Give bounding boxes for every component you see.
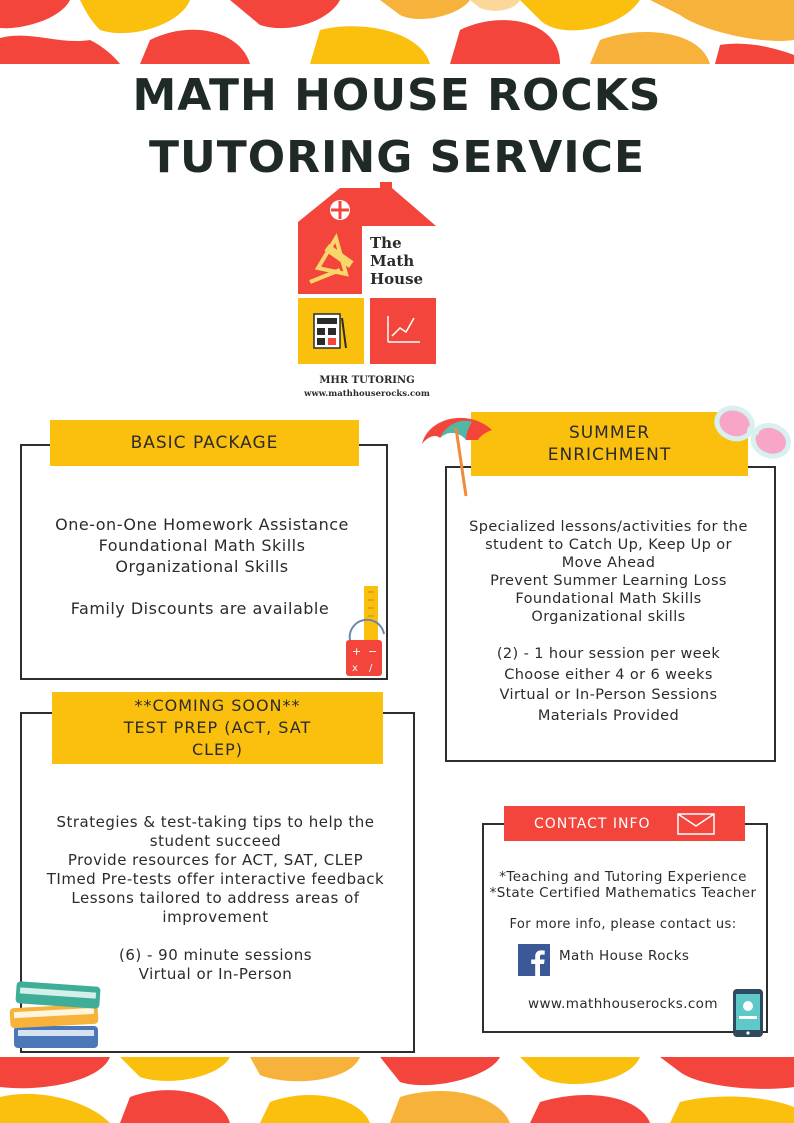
top-decoration (0, 0, 794, 64)
contact-credentials: *Teaching and Tutoring Experience *State… (484, 869, 762, 901)
test-prep-sessions: (6) - 90 minute sessions Virtual or In-P… (22, 946, 409, 984)
logo-graphic (298, 182, 436, 364)
basic-package-box (20, 444, 388, 680)
summer-session: Materials Provided (537, 707, 680, 724)
summer-item: Foundational Math Skills (515, 591, 702, 607)
contact-info-title: CONTACT INFO (534, 815, 651, 832)
test-prep-label: **COMING SOON** TEST PREP (ACT, SAT CLEP… (52, 692, 383, 764)
summer-sessions: (2) - 1 hour session per week Choose eit… (447, 644, 770, 726)
tablet-icon (733, 989, 763, 1037)
summer-item: Organizational skills (531, 609, 686, 625)
credential-item: *State Certified Mathematics Teacher (489, 885, 757, 901)
summer-item: Prevent Summer Learning Loss (490, 573, 727, 589)
summer-item: Specialized lessons/activities for the (469, 519, 748, 535)
sunglasses-icon (714, 405, 791, 459)
logo-url: www.mathhouserocks.com (304, 389, 430, 399)
svg-text:/: / (369, 663, 373, 674)
summer-enrichment-label: SUMMER ENRICHMENT (471, 412, 748, 476)
svg-text:x: x (352, 663, 358, 674)
summer-item: student to Catch Up, Keep Up or (485, 537, 732, 553)
contact-info-box (482, 823, 768, 1033)
summer-session: (2) - 1 hour session per week (496, 646, 721, 662)
basic-package-title: BASIC PACKAGE (130, 433, 279, 453)
books-icon (9, 981, 101, 1048)
basic-item: Foundational Math Skills (98, 536, 306, 555)
bottom-decoration (0, 1057, 794, 1123)
summer-item: Move Ahead (561, 555, 656, 571)
beach-umbrella-icon (422, 417, 492, 497)
test-prep-item: student succeed (149, 832, 282, 850)
basic-package-list: One-on-One Homework Assistance Foundatio… (22, 514, 382, 577)
basic-item: Organizational Skills (115, 557, 289, 576)
summer-list: Specialized lessons/activities for the s… (447, 518, 770, 626)
test-prep-item: Lessons tailored to address areas of (71, 889, 360, 907)
page-title-line2: TUTORING SERVICE (148, 132, 646, 183)
credential-item: *Teaching and Tutoring Experience (499, 869, 747, 885)
ruler-calculator-icon: + − x / (346, 586, 385, 676)
contact-info-label: CONTACT INFO (504, 806, 745, 841)
logo: The Math House (296, 182, 438, 366)
test-prep-coming-soon: **COMING SOON** (134, 696, 301, 715)
test-prep-list: Strategies & test-taking tips to help th… (22, 813, 409, 927)
summer-enrichment-box (445, 466, 776, 762)
test-prep-item: Provide resources for ACT, SAT, CLEP (67, 851, 364, 869)
website-link[interactable]: www.mathhouserocks.com (528, 996, 718, 1012)
summer-title-line2: ENRICHMENT (547, 445, 672, 465)
test-prep-title-line3: CLEP) (191, 740, 244, 759)
test-prep-session: Virtual or In-Person (138, 965, 293, 983)
family-discount-text: Family Discounts are available (70, 599, 330, 618)
contact-prompt: For more info, please contact us: (509, 917, 737, 932)
logo-caption: MHR TUTORING (319, 375, 415, 386)
logo-text-house: House (370, 270, 424, 288)
svg-text:−: − (368, 645, 377, 658)
logo-text-math: Math (370, 252, 415, 270)
test-prep-title-line2: TEST PREP (ACT, SAT (123, 718, 312, 737)
facebook-icon[interactable] (518, 944, 550, 976)
facebook-link[interactable]: Math House Rocks (559, 948, 690, 964)
test-prep-item: Strategies & test-taking tips to help th… (56, 813, 375, 831)
basic-item: One-on-One Homework Assistance (55, 515, 349, 534)
test-prep-session: (6) - 90 minute sessions (118, 946, 313, 964)
page-title-line1: MATH HOUSE ROCKS (132, 70, 662, 121)
logo-text-the: The (370, 234, 402, 252)
test-prep-item: TImed Pre-tests offer interactive feedba… (46, 870, 385, 888)
basic-package-label: BASIC PACKAGE (50, 420, 359, 466)
summer-title-line1: SUMMER (568, 423, 651, 443)
svg-text:+: + (352, 645, 361, 658)
summer-session: Virtual or In-Person Sessions (499, 687, 718, 703)
test-prep-item: improvement (162, 908, 269, 926)
summer-session: Choose either 4 or 6 weeks (504, 666, 713, 683)
envelope-icon (677, 812, 715, 835)
